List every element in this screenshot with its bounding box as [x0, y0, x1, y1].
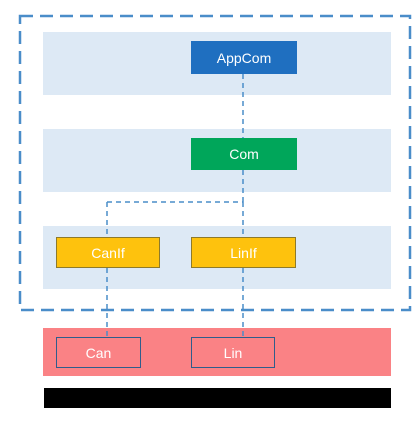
com-label: Com [229, 146, 259, 162]
appcom-label: AppCom [216, 49, 272, 66]
linif-label: LinIf [230, 244, 257, 261]
can-node: Can [56, 337, 141, 368]
bsw-dashed-outline [18, 14, 412, 312]
com-node: Com [191, 138, 297, 170]
canif-node: CanIf [56, 237, 160, 268]
hardware-bar [44, 388, 391, 408]
lin-label: Lin [223, 344, 243, 361]
appcom-node: AppCom [191, 41, 297, 74]
linif-node: LinIf [191, 237, 296, 268]
can-label: Can [85, 344, 112, 361]
lin-node: Lin [191, 337, 275, 368]
canif-label: CanIf [91, 244, 125, 261]
